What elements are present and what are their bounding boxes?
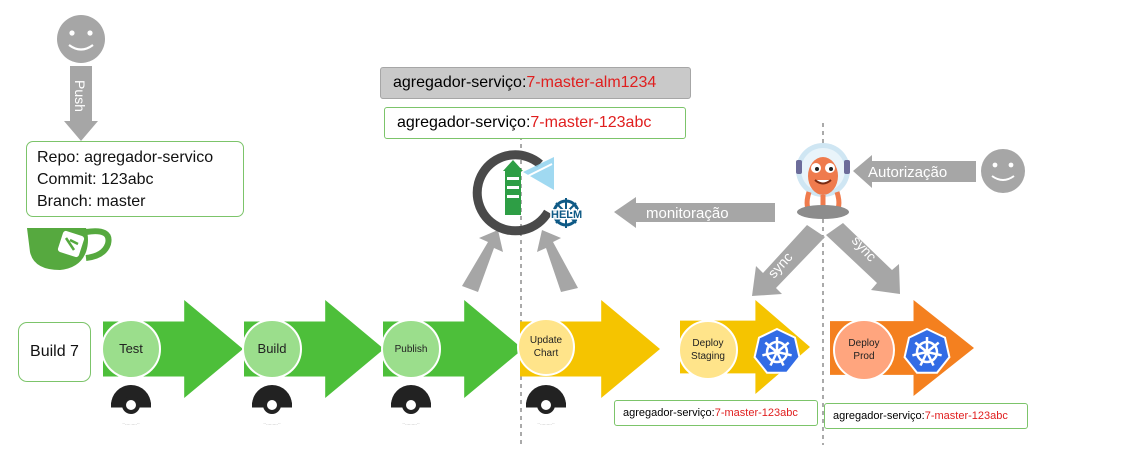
build-number-box: Build 7: [18, 322, 91, 382]
stage-build: [242, 300, 384, 425]
image-tag-staging-version: 7-master-123abc: [714, 407, 798, 419]
commit-hash: Commit: 123abc: [37, 171, 154, 188]
image-tag-new: agregador-serviço:7-master-123abc: [384, 107, 686, 139]
image-tag-staging-name: agregador-serviço:: [623, 407, 715, 419]
image-tag-previous: agregador-serviço:7-master-alm1234: [380, 67, 691, 99]
pokeball-icon: [111, 385, 151, 425]
stage-deploy-staging: [678, 300, 810, 394]
pokeball-icon: [252, 385, 292, 425]
stage-circle-deploy-prod: [833, 319, 895, 381]
stage-circle-update-chart: [517, 318, 575, 376]
image-tag-prod: agregador-serviço:7-master-123abc: [824, 403, 1028, 429]
pokeball-icon: [526, 385, 566, 425]
image-tag-new-name: agregador-serviço:: [397, 114, 531, 131]
argocd-icon: [796, 143, 850, 219]
stages-layer: [101, 300, 974, 425]
push-label: Push: [72, 80, 88, 112]
image-tag-prod-version: 7-master-123abc: [924, 410, 1008, 422]
developer-smiley-icon: [57, 15, 105, 63]
gitea-icon: [27, 228, 112, 270]
repo-info-box: Repo: agregador-servico Commit: 123abc B…: [26, 141, 244, 217]
monitoracao-label: monitoração: [646, 205, 729, 222]
stage-test: [101, 300, 243, 425]
kubernetes-icon: [753, 327, 801, 374]
helm-label: HELM: [551, 209, 582, 221]
image-tag-previous-name: agregador-serviço:: [393, 74, 527, 91]
repo-name: Repo: agregador-servico: [37, 149, 214, 166]
stage-circle-publish: [381, 319, 441, 379]
helm-icon: HELM: [550, 198, 584, 228]
publish-to-helm-arrow: [462, 230, 503, 292]
image-tag-previous-version: 7-master-alm1234: [526, 74, 657, 91]
autorizacao-label: Autorização: [868, 164, 947, 181]
stage-update-chart: [517, 300, 660, 425]
build-number-label: Build 7: [30, 343, 79, 360]
sync-arrow-prod: sync: [826, 223, 900, 294]
image-tag-staging: agregador-serviço:7-master-123abc: [614, 400, 818, 426]
monitoracao-arrow: monitoração: [614, 197, 775, 228]
harbor-lighthouse-icon: [472, 150, 554, 236]
pokeball-icon: [391, 385, 431, 425]
stage-deploy-prod: [830, 300, 974, 396]
stage-publish: [381, 300, 523, 425]
stage-circle-deploy-staging: [678, 320, 738, 380]
approver-smiley-icon: [981, 149, 1025, 193]
push-arrow: Push: [64, 66, 98, 141]
branch-name: Branch: master: [37, 193, 146, 210]
image-tag-prod-name: agregador-serviço:: [833, 410, 925, 422]
stage-circle-build: [242, 319, 302, 379]
autorizacao-arrow: Autorização: [853, 155, 976, 188]
update-chart-to-helm-arrow: [537, 230, 578, 292]
sync-arrow-staging: sync: [752, 225, 825, 296]
kubernetes-icon: [903, 327, 951, 374]
image-tag-new-version: 7-master-123abc: [530, 114, 652, 131]
stage-circle-test: [101, 319, 161, 379]
